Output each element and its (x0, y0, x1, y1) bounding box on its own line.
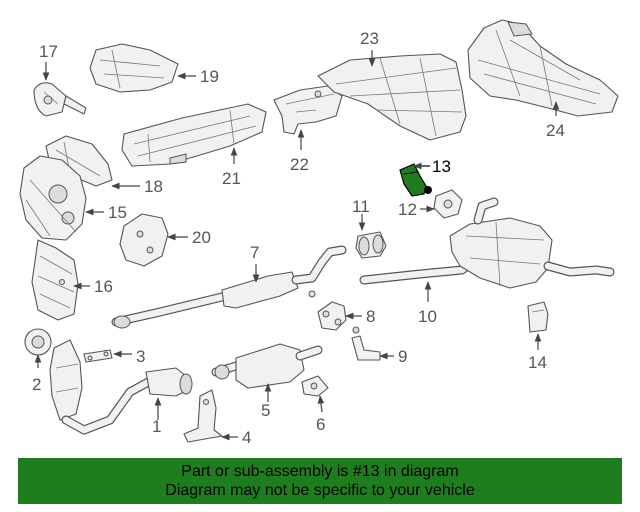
callout-20: 20 (192, 228, 211, 247)
callout-13: 13 (432, 157, 451, 176)
callout-21: 21 (222, 169, 241, 188)
callout-24: 24 (546, 121, 565, 140)
part-8-hanger[interactable] (317, 301, 347, 331)
banner-line-1: Part or sub-assembly is #13 in diagram (181, 463, 459, 480)
part-2-gasket[interactable] (24, 328, 52, 356)
callout-11: 11 (352, 197, 370, 216)
part-22-shield[interactable] (273, 85, 343, 135)
part-17-bracket[interactable] (33, 82, 87, 117)
part-5-converter[interactable] (211, 343, 323, 389)
info-banner: Part or sub-assembly is #13 in diagram D… (18, 458, 622, 504)
part-3-bracket[interactable] (83, 349, 113, 363)
callout-6: 6 (316, 415, 325, 434)
callout-23: 23 (360, 29, 379, 48)
callout-12: 12 (398, 200, 417, 219)
part-10-muffler[interactable] (359, 197, 615, 289)
callout-1: 1 (152, 417, 161, 436)
part-24-rear-shield[interactable] (467, 19, 619, 117)
exhaust-parts-diagram: 17 19 21 22 23 24 18 (19, 19, 619, 447)
part-6-hanger[interactable] (301, 375, 329, 397)
part-4-bracket[interactable] (183, 389, 223, 443)
callout-14: 14 (528, 353, 547, 372)
callout-8: 8 (366, 307, 375, 326)
callout-4: 4 (242, 428, 251, 447)
part-15-heat-shield[interactable] (19, 155, 87, 241)
callout-17: 17 (39, 42, 58, 61)
callout-9: 9 (398, 347, 407, 366)
callout-18: 18 (144, 177, 163, 196)
callout-10: 10 (418, 307, 437, 326)
callout-7: 7 (250, 243, 259, 262)
callout-2: 2 (32, 375, 41, 394)
part-9-bracket[interactable] (351, 326, 381, 361)
callout-3: 3 (136, 347, 145, 366)
part-14-shield[interactable] (527, 301, 549, 333)
callout-16: 16 (94, 277, 113, 296)
callout-5: 5 (261, 401, 270, 420)
banner-line-2: Diagram may not be specific to your vehi… (165, 482, 475, 499)
part-18-manifold-shield[interactable] (45, 135, 113, 187)
part-20-shield[interactable] (119, 213, 169, 267)
part-23-underbody-shield[interactable] (317, 53, 467, 141)
part-1-front-pipe[interactable] (49, 339, 193, 435)
part-19-heat-shield[interactable] (89, 43, 179, 93)
callout-15: 15 (108, 203, 127, 222)
part-21-heat-shield[interactable] (121, 103, 267, 167)
part-7-intermediate-pipe[interactable] (111, 245, 347, 329)
part-11-clamp[interactable] (355, 231, 387, 259)
callout-22: 22 (290, 155, 309, 174)
part-13-bracket-highlighted[interactable] (399, 163, 432, 197)
part-12-hanger[interactable] (433, 189, 463, 219)
part-16-heat-shield[interactable] (31, 239, 79, 321)
callout-19: 19 (200, 67, 219, 86)
